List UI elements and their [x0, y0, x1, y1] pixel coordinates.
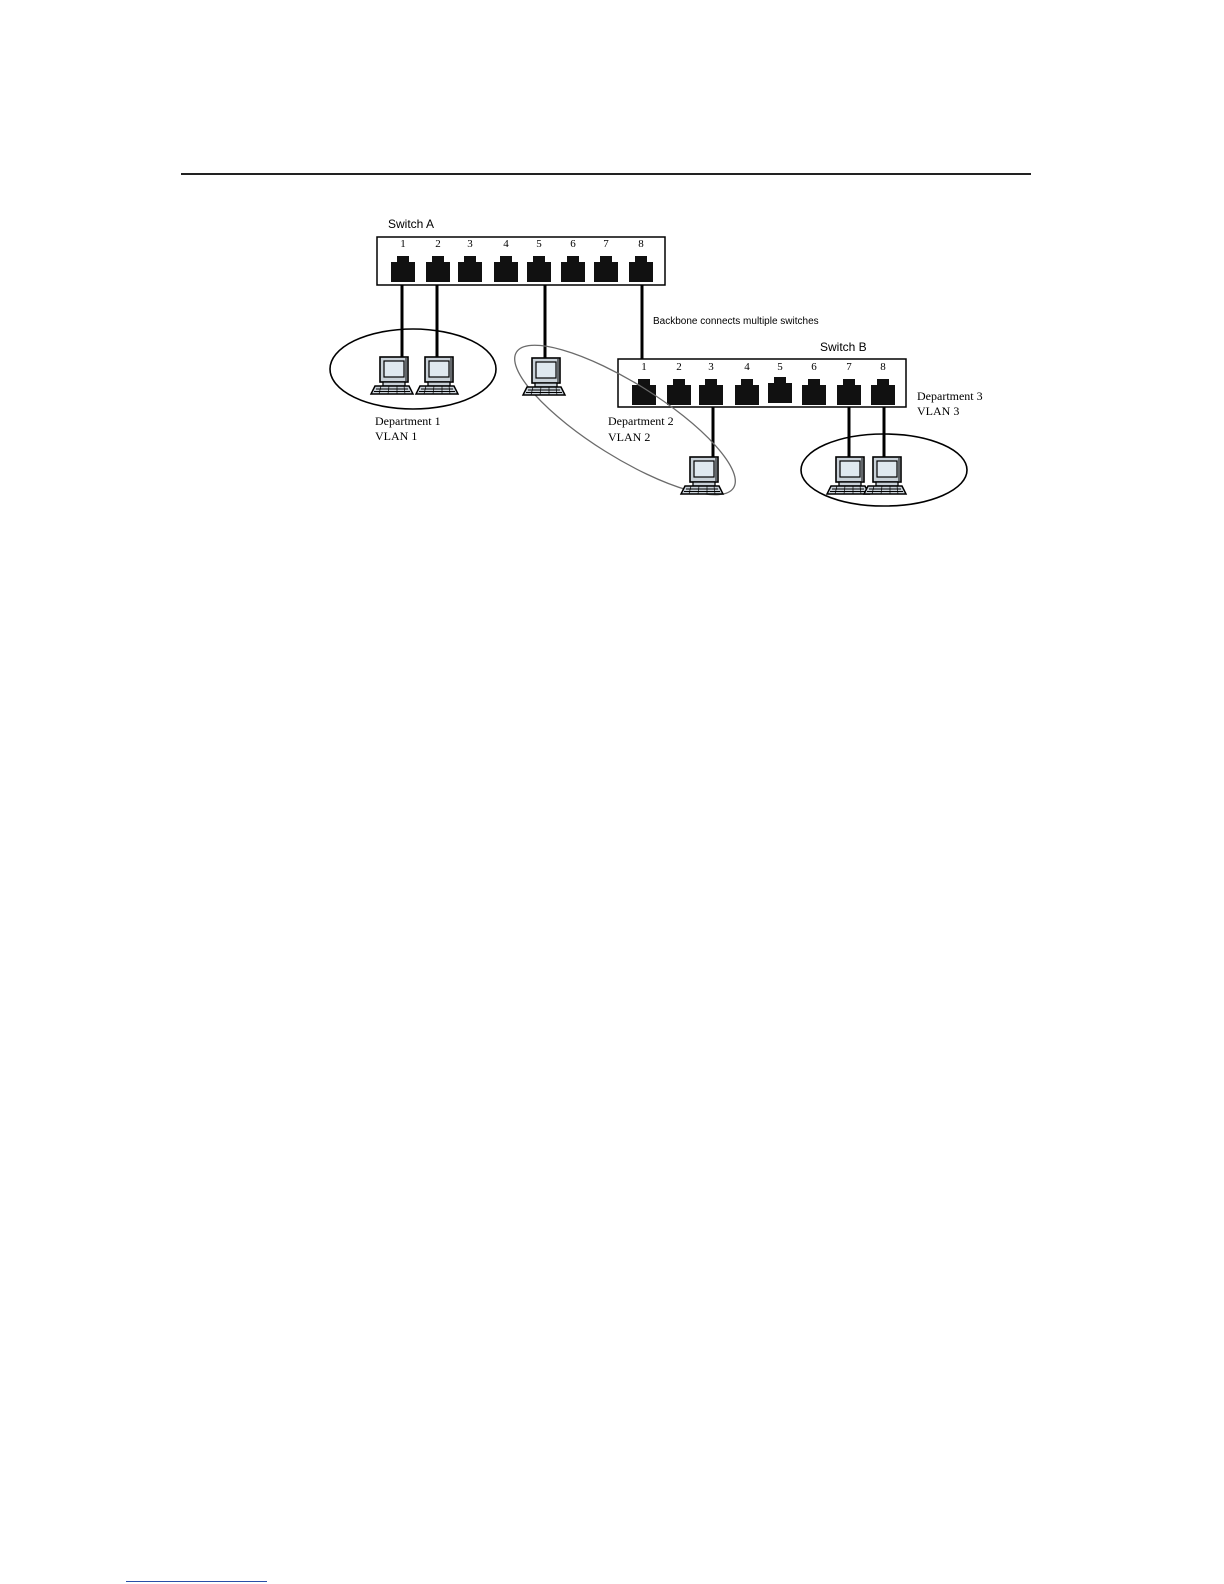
department-2-vlan: VLAN 2	[608, 430, 650, 444]
switch-a-chassis	[377, 237, 665, 285]
switch-a-port-number: 2	[435, 238, 441, 250]
switch-a-port-number: 1	[400, 238, 406, 250]
switch-a-port-number: 3	[467, 238, 473, 250]
switch-a-port-number: 8	[638, 238, 644, 250]
switch-b-port-number: 3	[708, 361, 714, 373]
switch-b-port-number: 4	[744, 361, 750, 373]
backbone-label: Backbone connects multiple switches	[653, 316, 819, 327]
switch-b-port-number: 8	[880, 361, 886, 373]
switch-b-port-number: 7	[846, 361, 852, 373]
switch-b-port-number: 5	[777, 361, 783, 373]
department-1-ellipse	[330, 329, 496, 409]
desktop-computer-icon	[827, 457, 869, 494]
department-1-name: Department 1	[375, 414, 441, 428]
desktop-computer-icon	[864, 457, 906, 494]
switch-b-port-number: 1	[641, 361, 647, 373]
switch-b-port-number: 2	[676, 361, 682, 373]
switch-b-label: Switch B	[820, 340, 867, 354]
department-3-vlan: VLAN 3	[917, 404, 959, 418]
switch-a-port-number: 6	[570, 238, 576, 250]
switch-a-label: Switch A	[388, 217, 434, 231]
desktop-computer-icon	[371, 357, 413, 394]
switch-b-cables	[713, 407, 884, 460]
desktop-computer-icon	[523, 358, 565, 395]
department-1-vlan: VLAN 1	[375, 429, 417, 443]
switch-a-cables	[402, 285, 642, 360]
switch-a-port-number: 7	[603, 238, 609, 250]
switch-a-port-number: 4	[503, 238, 509, 250]
desktop-computer-icon	[681, 457, 723, 494]
switch-b-port-number: 6	[811, 361, 817, 373]
desktop-computer-icon	[416, 357, 458, 394]
department-3-name: Department 3	[917, 389, 983, 403]
switch-a-port-number: 5	[536, 238, 542, 250]
department-2-name: Department 2	[608, 414, 674, 428]
